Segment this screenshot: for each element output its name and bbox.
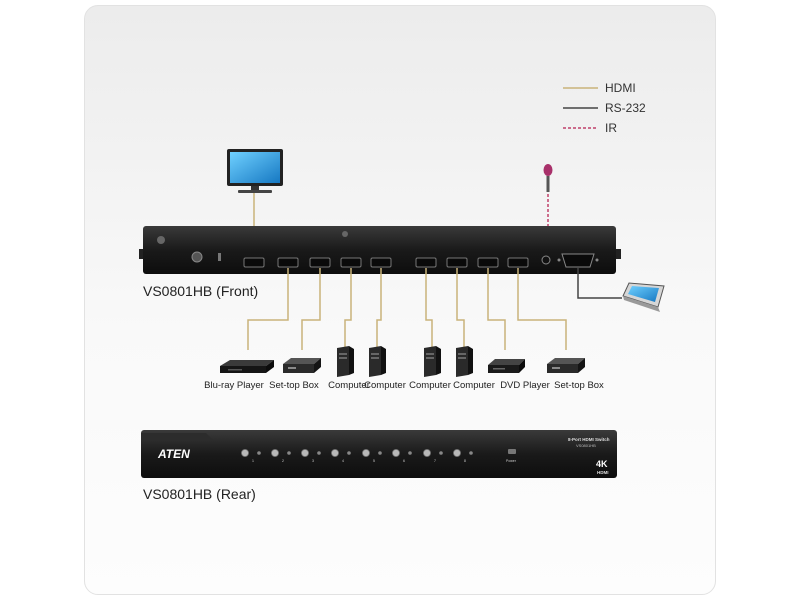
- hdmi-input-port-8: [507, 257, 529, 268]
- model-line2: VS0801HB: [576, 443, 596, 448]
- port-select-button-3[interactable]: 3: [300, 448, 321, 463]
- source-label: Computer: [364, 380, 406, 391]
- legend-rs232-label: RS-232: [605, 101, 646, 115]
- hdmi-input-port-3: [340, 257, 362, 268]
- port-select-button-8[interactable]: 8: [452, 448, 473, 463]
- port-number-label: 2: [282, 459, 284, 463]
- diagram-card: [84, 5, 716, 595]
- badge-hdmi: HDMI: [597, 470, 609, 475]
- power-jack-icon: [191, 251, 203, 263]
- hdmi-input-cable: [425, 268, 433, 350]
- settop-box-icon: [547, 358, 585, 373]
- port-number-label: 6: [403, 459, 405, 463]
- legend-ir-label: IR: [605, 121, 617, 135]
- hdmi-input-port-5: [415, 257, 437, 268]
- front-title: VS0801HB (Front): [143, 283, 258, 299]
- hdmi-input-cable: [344, 268, 352, 350]
- hdmi-input-port-4: [370, 257, 392, 268]
- source-label: Set-top Box: [269, 380, 319, 391]
- grounding-icon: [218, 253, 221, 261]
- source-label: Blu-ray Player: [204, 380, 264, 391]
- screw-icon: [157, 236, 165, 244]
- computer-tower-icon: [456, 346, 473, 377]
- legend-hdmi-label: HDMI: [605, 81, 636, 95]
- rs232-cable: [577, 268, 622, 299]
- port-select-button-2[interactable]: 2: [270, 448, 291, 463]
- source-label: Set-top Box: [554, 380, 604, 391]
- power-label: Power: [506, 459, 517, 463]
- port-number-label: 1: [252, 459, 254, 463]
- hdmi-input-cable: [487, 268, 506, 350]
- monitor-icon: [227, 149, 283, 193]
- bluray-player-icon: [220, 360, 274, 373]
- hdmi-input-cable: [376, 268, 382, 350]
- ir-port-icon: [541, 255, 551, 265]
- hdmi-input-cable: [456, 268, 465, 350]
- computer-tower-icon: [424, 346, 441, 377]
- rs232-port-icon: [557, 253, 599, 268]
- touch-panel-icon: [622, 282, 665, 312]
- port-select-button-1[interactable]: 1: [240, 448, 261, 463]
- hdmi-input-cable: [247, 268, 289, 350]
- settop-box-icon: [283, 358, 321, 373]
- source-label: Computer: [453, 380, 495, 391]
- hdmi-output-port: [243, 257, 265, 268]
- computer-tower-icon: [369, 346, 386, 377]
- source-label: DVD Player: [500, 380, 550, 391]
- screw-icon: [342, 231, 348, 237]
- aten-logo: ATEN: [157, 447, 190, 461]
- computer-tower-icon: [337, 346, 354, 377]
- port-number-label: 7: [434, 459, 436, 463]
- dvd-player-icon: [488, 359, 525, 373]
- source-label: Computer: [409, 380, 451, 391]
- front-panel: [139, 226, 621, 274]
- hdmi-input-port-2: [309, 257, 331, 268]
- port-select-button-5[interactable]: 5: [361, 448, 382, 463]
- port-select-button-7[interactable]: 7: [422, 448, 443, 463]
- port-number-label: 5: [373, 459, 375, 463]
- port-number-label: 4: [342, 459, 344, 463]
- hdmi-input-port-1: [277, 257, 299, 268]
- power-led: Power: [506, 449, 517, 463]
- rear-title: VS0801HB (Rear): [143, 486, 256, 502]
- hdmi-input-cable: [517, 268, 567, 350]
- ir-receiver-icon: [543, 164, 553, 192]
- source-label: Computer: [328, 380, 370, 391]
- badge-4k: 4K: [596, 459, 608, 469]
- port-select-button-4[interactable]: 4: [330, 448, 351, 463]
- model-line1: 8-Port HDMI Switch: [568, 437, 610, 442]
- hdmi-input-port-7: [477, 257, 499, 268]
- port-number-label: 8: [464, 459, 466, 463]
- hdmi-input-cable: [301, 268, 321, 350]
- legend: HDMI RS-232 IR: [563, 81, 646, 135]
- port-select-button-6[interactable]: 6: [391, 448, 412, 463]
- port-number-label: 3: [312, 459, 314, 463]
- hdmi-input-port-6: [446, 257, 468, 268]
- rear-panel: ATEN 8-Port HDMI Switch VS0801HB 1 2 3 4 5 6 7…: [141, 430, 617, 478]
